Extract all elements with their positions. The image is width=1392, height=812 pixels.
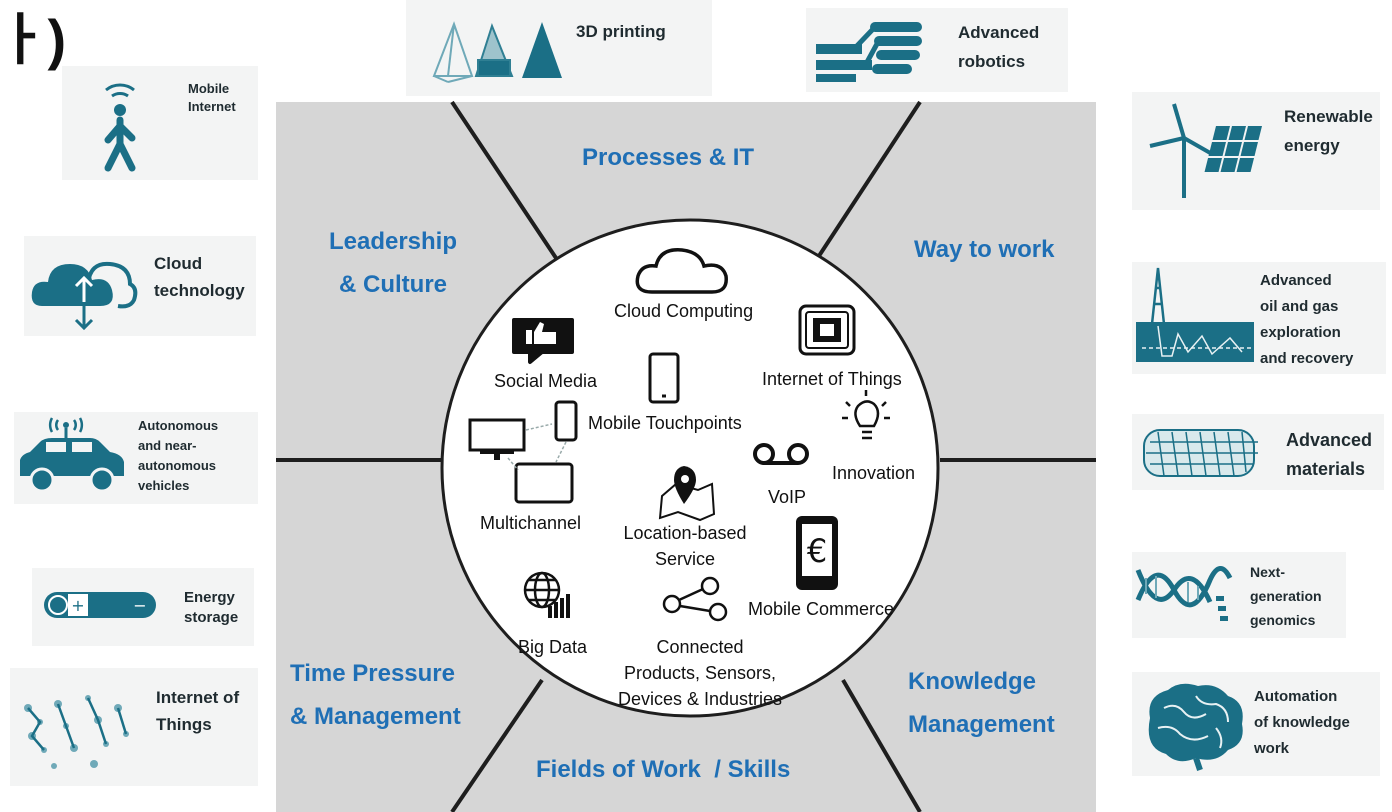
label-cloud-computing: Cloud Computing	[614, 301, 754, 321]
sector-processes-it: Processes & IT	[582, 144, 755, 171]
cloud-upload-icon	[31, 261, 138, 331]
label-automation-knowledge: Automation of knowledge work	[1254, 688, 1350, 757]
label-connected-products: Connected Products, Sensors, Devices & I…	[617, 637, 783, 709]
divider-upper-left	[450, 100, 562, 266]
label-voip: VoIP	[768, 487, 807, 507]
corner-fragment: ㅏ)	[0, 8, 67, 71]
pyramids-icon	[432, 21, 562, 83]
sector-leadership-culture: Leadership & Culture	[328, 228, 458, 298]
sector-fields-of-work: Fields of Work / Skills	[536, 756, 791, 783]
lightbulb-icon	[842, 390, 890, 440]
tile-automation-knowledge: Automation of knowledge work	[1132, 672, 1380, 776]
brain-icon	[1148, 683, 1243, 771]
divider-lower-right	[841, 678, 922, 812]
tile-oil-gas: Advanced oil and gas exploration and rec…	[1132, 262, 1386, 374]
label-mobile-touchpoints: Mobile Touchpoints	[588, 413, 742, 433]
divider-upper-right	[813, 100, 922, 264]
label-oil-gas: Advanced oil and gas exploration and rec…	[1260, 272, 1354, 367]
label-multichannel: Multichannel	[480, 513, 582, 533]
wind-solar-icon	[1149, 103, 1262, 198]
tile-autonomous-vehicles: Autonomous and near- autonomous vehicles	[14, 412, 258, 504]
label-mobile-internet: Mobile Internet	[188, 81, 236, 114]
svg-text:−: −	[133, 596, 146, 615]
thumbs-up-chat-icon	[512, 318, 574, 364]
tile-internet-of-things: Internet of Things	[10, 668, 258, 786]
walking-person-wifi-icon	[104, 83, 136, 172]
divider-lower-left	[450, 678, 544, 812]
label-3d-printing: 3D printing	[576, 22, 666, 41]
sector-way-to-work: Way to work	[914, 236, 1055, 263]
chip-icon	[798, 304, 856, 356]
label-energy-storage: Energy storage	[184, 589, 239, 626]
battery-icon: + −	[44, 592, 156, 618]
dna-icon	[1135, 566, 1233, 621]
label-internet-of-things-circle: Internet of Things	[762, 369, 902, 389]
map-pin-icon	[658, 466, 716, 522]
label-renewable-energy: Renewable energy	[1284, 107, 1373, 155]
label-big-data: Big Data	[518, 637, 588, 657]
svg-text:€: €	[807, 532, 827, 570]
voicemail-icon	[753, 443, 809, 465]
connected-dots-icon	[24, 695, 129, 769]
smartphone-icon	[648, 352, 680, 404]
bar-chart-icon	[548, 594, 570, 618]
label-genomics: Next- generation genomics	[1250, 564, 1322, 628]
tile-3d-printing: 3D printing	[406, 0, 712, 96]
label-innovation: Innovation	[832, 463, 916, 483]
tile-advanced-robotics: Advanced robotics	[806, 8, 1068, 92]
car-antenna-icon	[20, 417, 124, 493]
tile-mobile-internet: Mobile Internet	[62, 66, 258, 180]
tile-genomics: Next- generation genomics	[1132, 552, 1346, 638]
label-location-based: Location-based Service	[623, 523, 747, 569]
tile-renewable-energy: Renewable energy	[1132, 92, 1380, 210]
nanotube-icon	[1143, 429, 1258, 477]
cloud-outline-icon	[635, 248, 728, 294]
globe-chart-icon	[523, 571, 561, 609]
label-autonomous-vehicles: Autonomous and near- autonomous vehicles	[138, 418, 219, 493]
share-nodes-icon	[662, 576, 728, 622]
tile-advanced-materials: Advanced materials	[1132, 414, 1384, 490]
sector-time-pressure: Time Pressure & Management	[290, 660, 461, 730]
robot-hand-icon	[816, 22, 922, 82]
devices-icon	[468, 400, 578, 504]
label-advanced-robotics: Advanced robotics	[958, 23, 1040, 71]
oil-rig-icon	[1136, 267, 1254, 362]
label-mobile-commerce: Mobile Commerce	[748, 599, 895, 619]
label-advanced-materials: Advanced materials	[1286, 430, 1373, 479]
svg-text:+: +	[71, 596, 84, 615]
tile-cloud-technology: Cloud technology	[24, 236, 256, 336]
euro-phone-icon: €	[796, 516, 838, 590]
label-social-media: Social Media	[494, 371, 598, 391]
sector-knowledge-management: Knowledge Management	[908, 668, 1055, 738]
label-cloud-technology: Cloud technology	[154, 254, 245, 300]
label-internet-of-things: Internet of Things	[156, 688, 240, 734]
tile-energy-storage: + − Energy storage	[32, 568, 254, 646]
